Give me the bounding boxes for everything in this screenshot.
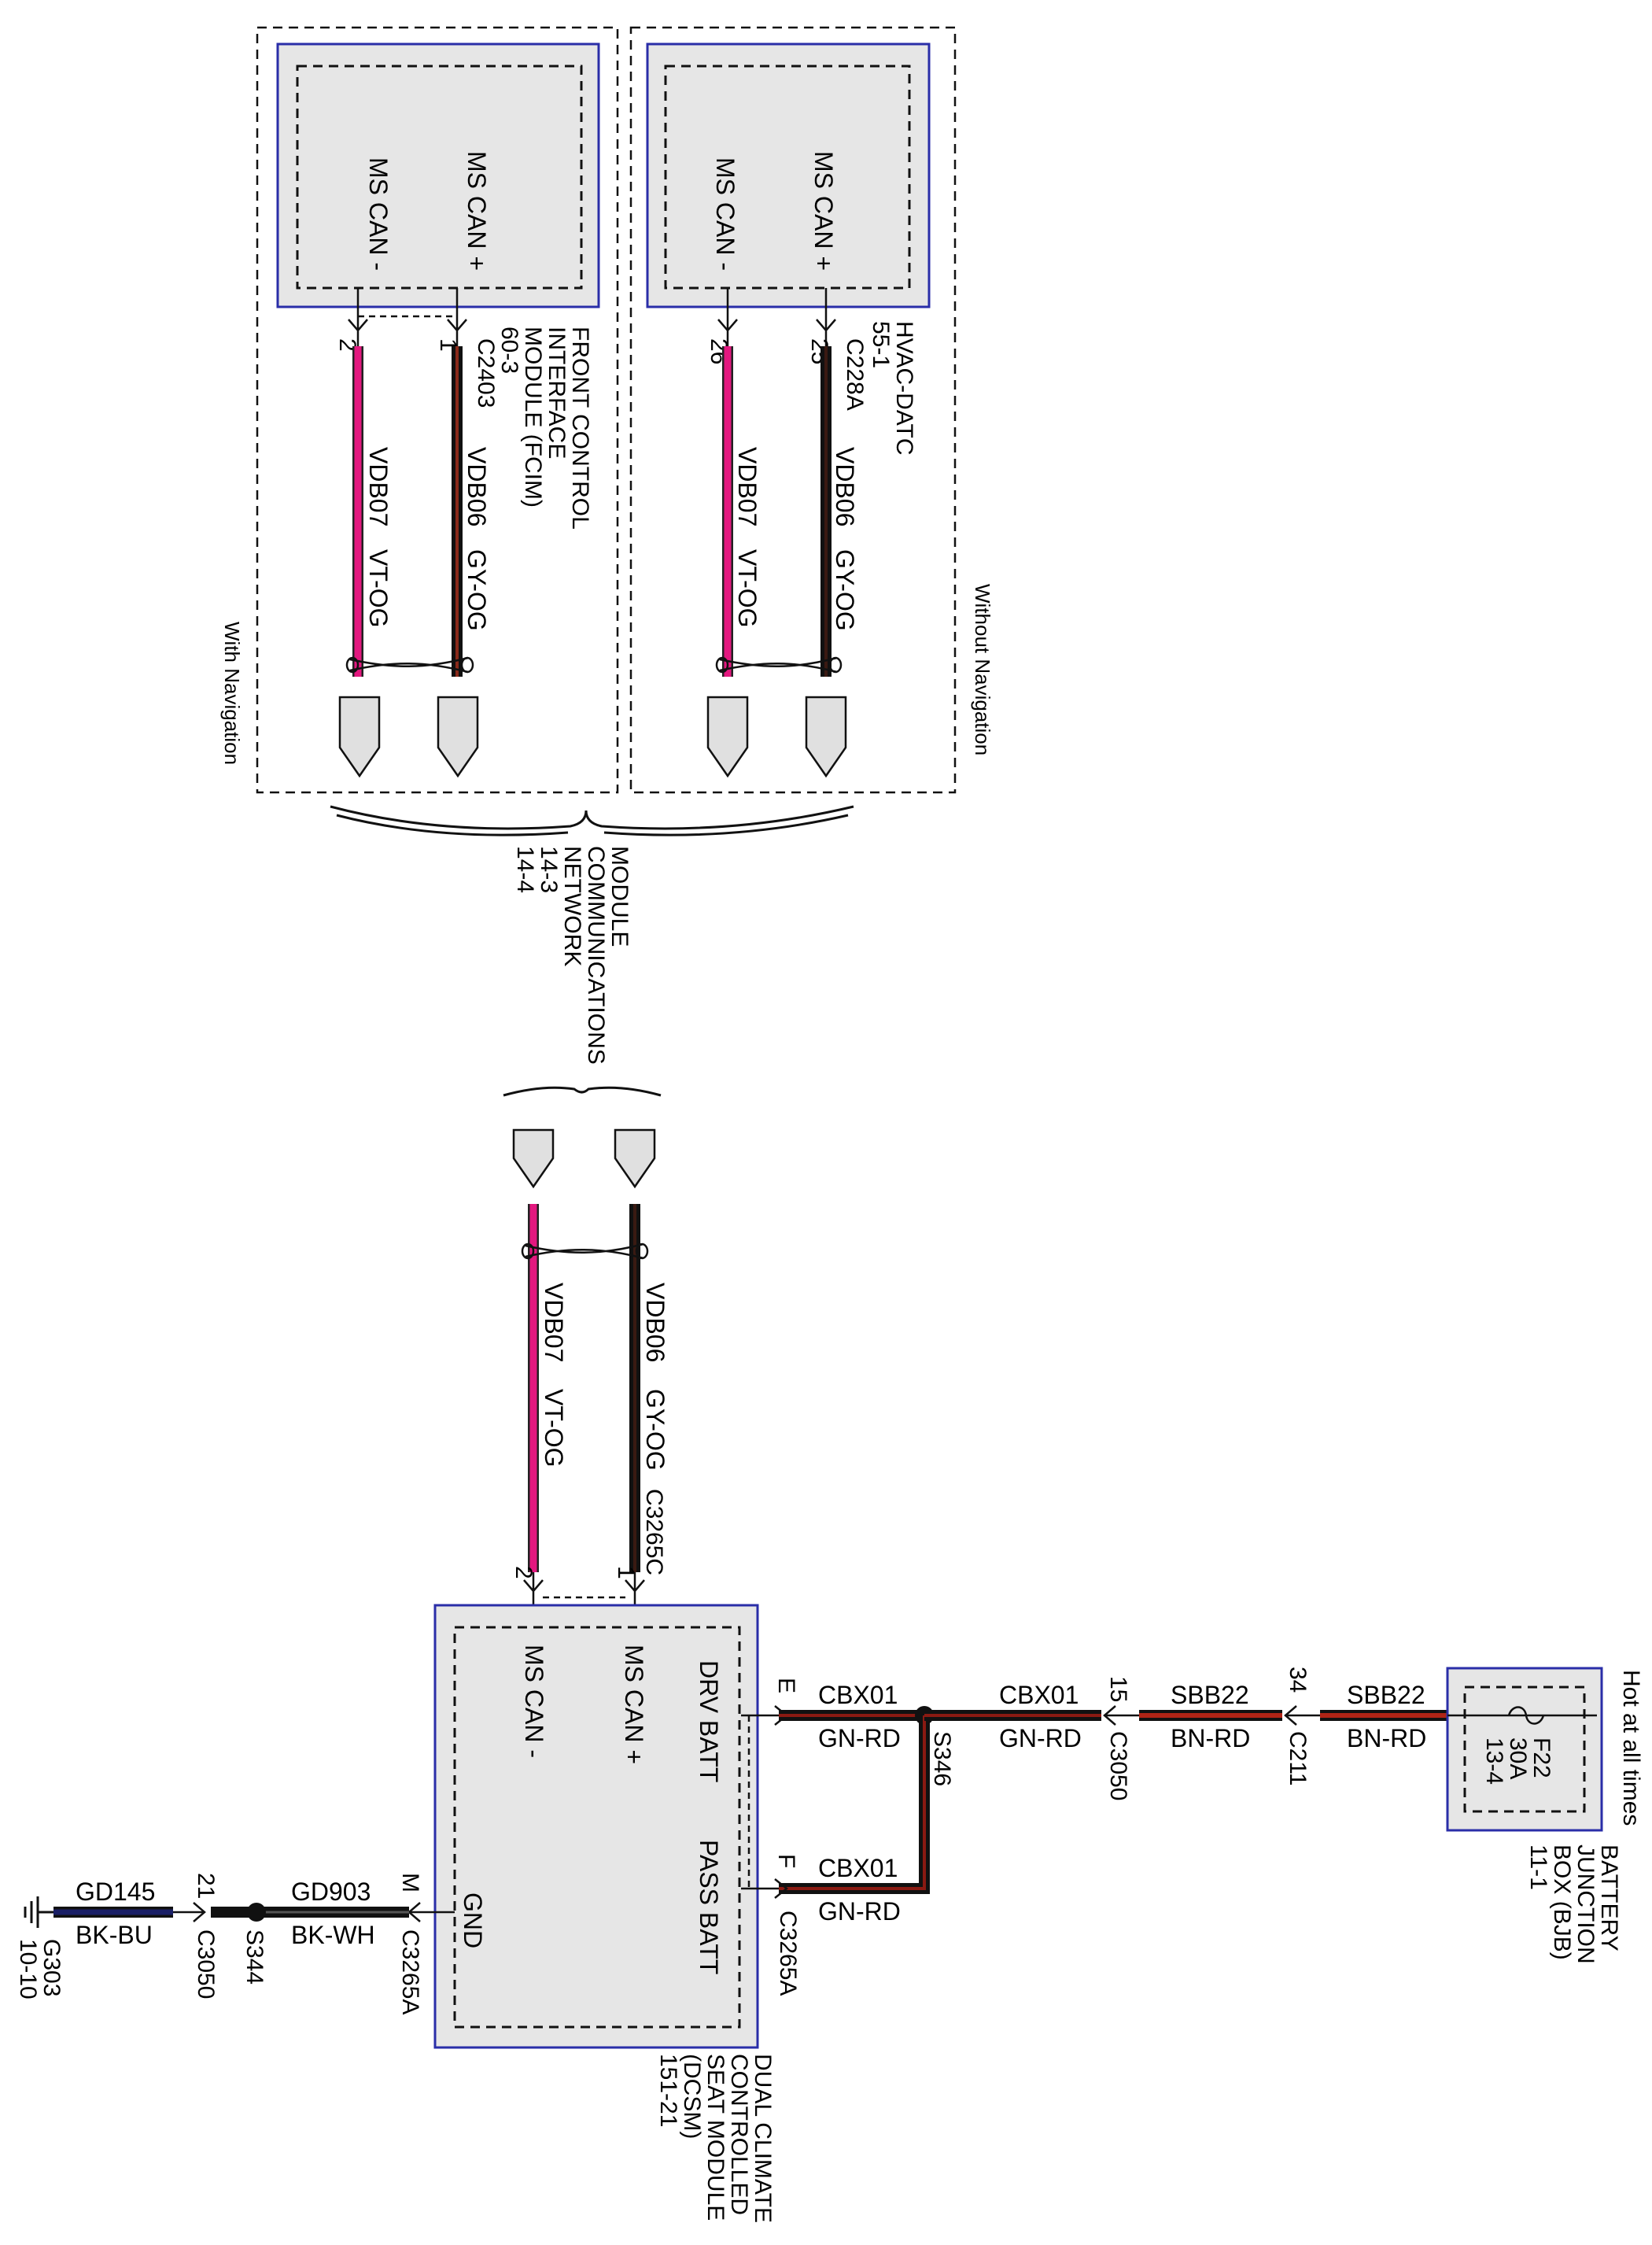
bjb-ref: 11-1 [1525, 1844, 1551, 1890]
hvac-name: HVAC-DATC [891, 321, 917, 456]
hvac-wire-vdb06-label: VDB06 [831, 447, 859, 526]
fcim-name-3: MODULE (FCIM) [520, 327, 546, 508]
dcsm-wire-vdb07-label: VDB07 [540, 1283, 568, 1362]
pin-f: F [773, 1854, 799, 1868]
dcsm-can-pin-2: 2 [511, 1566, 537, 1579]
fcim-pin-ms-can-minus: MS CAN - [364, 157, 393, 271]
hot-at-all-times: Hot at all times [1618, 1670, 1644, 1826]
network-brace-bottom [503, 1086, 662, 1097]
wire-gd903-label: GD903 [291, 1878, 371, 1906]
wire-bn-rd-label-1: BN-RD [1171, 1724, 1250, 1752]
dcsm-name-2: CONTROLLED [726, 2054, 752, 2215]
dcsm-module: DRV BATT MS CAN + MS CAN - PASS BATT GND [433, 1604, 759, 2049]
wire-gn-rd-label-2: GN-RD [999, 1724, 1082, 1752]
wire-bk-bu-label: BK-BU [76, 1921, 153, 1949]
fuse-30a: 30A [1505, 1737, 1531, 1779]
dcsm-pin-pass-batt: PASS BATT [695, 1840, 723, 1974]
wire-gn-rd-pass-label: GN-RD [818, 1897, 901, 1926]
dcsm-name-4: (DCSM) [679, 2054, 705, 2139]
without-navigation-frame [629, 26, 957, 794]
wire-cbx01-label-1: CBX01 [818, 1681, 898, 1709]
dcsm-name-1: DUAL CLIMATE [750, 2054, 776, 2223]
pin-34: 34 [1285, 1667, 1311, 1693]
mcn-ref-2: 14-4 [512, 846, 538, 893]
dcsm-pin-ms-can-plus: MS CAN + [620, 1645, 648, 1764]
fcim-wire-gy-og-label: GY-OG [463, 549, 491, 631]
dcsm-pin-gnd: GND [459, 1892, 487, 1948]
fcim-pin-ms-can-plus: MS CAN + [463, 151, 491, 271]
fcim-terminal-minus [338, 696, 381, 778]
hvac-wire-vdb07-label: VDB07 [733, 447, 761, 526]
without-navigation-label: Without Navigation [971, 584, 994, 755]
fuse-f22: F22 [1528, 1737, 1554, 1778]
conn-c3050-gnd: C3050 [193, 1929, 219, 1999]
hvac-terminal-plus [805, 696, 847, 778]
mcn-ref-1: 14-3 [536, 846, 562, 893]
wire-cbx01-pass-label: CBX01 [818, 1854, 898, 1882]
dcsm-can-terminal-plus [614, 1128, 656, 1189]
wire-sbb22-label-1: SBB22 [1171, 1681, 1249, 1709]
hvac-pin-ms-can-minus: MS CAN - [711, 157, 739, 271]
dcsm-can-pin-1: 1 [613, 1566, 639, 1579]
pin-e: E [773, 1678, 799, 1693]
conn-c211: C211 [1285, 1731, 1311, 1786]
bjb-name-1: BATTERY [1596, 1844, 1622, 1951]
dcsm-wire-vt-og-label: VT-OG [540, 1389, 568, 1468]
fcim-terminal-plus [437, 696, 479, 778]
mcn-line-3: NETWORK [559, 846, 585, 966]
splice-s344-label: S344 [242, 1929, 267, 1985]
conn-c3265a-gnd: C3265A [397, 1929, 423, 2014]
fcim-ref: 60-3 [496, 327, 522, 374]
with-navigation-frame [256, 26, 619, 794]
hvac-connector: C228A [842, 338, 868, 411]
dcsm-can-terminal-minus [512, 1128, 555, 1189]
dcsm-pin-drv-batt: DRV BATT [695, 1660, 723, 1782]
hvac-datc-module: MS CAN + MS CAN - [646, 42, 931, 308]
hvac-wire-vt-og-label: VT-OG [733, 549, 761, 628]
dcsm-wire-gy-og-label: GY-OG [641, 1389, 669, 1471]
ground-g303: G303 [39, 1939, 65, 1996]
fuse-f22-symbol [1507, 1706, 1545, 1725]
bjb-name-3: BOX (BJB) [1549, 1844, 1575, 1960]
pin-15: 15 [1105, 1676, 1131, 1702]
fcim-module: MS CAN + MS CAN - [276, 42, 600, 308]
fcim-name-1: FRONT CONTROL [567, 327, 593, 530]
fcim-name-2: INTERFACE [544, 327, 570, 459]
hvac-terminal-minus [706, 696, 749, 778]
dcsm-wire-vdb06-label: VDB06 [641, 1283, 669, 1362]
wire-bn-rd-label-2: BN-RD [1347, 1724, 1426, 1752]
wire-sbb22-label-2: SBB22 [1347, 1681, 1425, 1709]
ground-ref: 10-10 [15, 1939, 41, 1999]
pin-m: M [397, 1873, 423, 1892]
fcim-wire-vdb07-label: VDB07 [364, 447, 393, 526]
wire-bk-wh-label: BK-WH [291, 1921, 375, 1949]
conn-c3050-power: C3050 [1105, 1731, 1131, 1800]
battery-junction-box: F22 30A 13-4 [1446, 1667, 1603, 1832]
dcsm-ref: 151-21 [655, 2054, 681, 2127]
wire-gd145-label: GD145 [76, 1878, 155, 1906]
dcsm-pin-ms-can-minus: MS CAN - [520, 1645, 548, 1758]
fcim-wire-vdb06-label: VDB06 [463, 447, 491, 526]
network-brace-top [330, 805, 854, 830]
with-navigation-label: With Navigation [220, 622, 244, 765]
mcn-line-1: MODULE [607, 846, 632, 947]
fcim-wire-vt-og-label: VT-OG [364, 549, 393, 628]
hvac-wire-gy-og-label: GY-OG [831, 549, 859, 631]
wire-gn-rd-label-1: GN-RD [818, 1724, 901, 1752]
splice-s346-label: S346 [929, 1731, 955, 1786]
hvac-pin-ms-can-plus: MS CAN + [809, 151, 838, 271]
dcsm-can-connector: C3265C [641, 1489, 667, 1575]
ground-symbol [24, 1896, 53, 1928]
mcn-line-2: COMMUNICATIONS [583, 846, 609, 1065]
bjb-name-2: JUNCTION [1573, 1844, 1599, 1964]
pin-21: 21 [193, 1873, 219, 1899]
fuse-ref: 13-4 [1481, 1737, 1507, 1785]
dcsm-name-3: SEAT MODULE [702, 2054, 728, 2221]
wire-cbx01-label-2: CBX01 [999, 1681, 1079, 1709]
conn-c3265a-pass: C3265A [775, 1911, 801, 1996]
fcim-connector: C2403 [473, 338, 499, 408]
hvac-ref: 55-1 [868, 321, 894, 368]
